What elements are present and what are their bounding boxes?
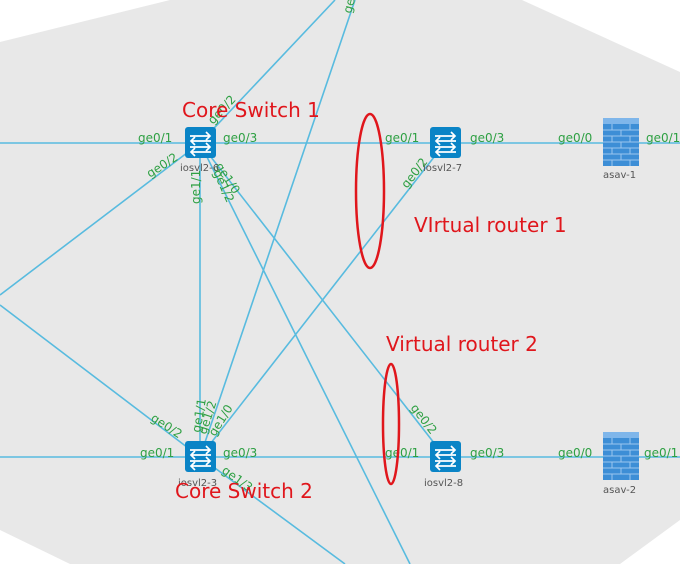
port-label: ge0/1 (385, 131, 419, 145)
firewall-asav-1[interactable]: asav-1 (603, 118, 639, 181)
link-s2-top (199, 0, 356, 458)
switch-iosvl2-7[interactable]: iosvl2-7 (423, 127, 462, 174)
port-label: ge0/1 (644, 446, 678, 460)
port-label: ge0/1 (385, 446, 419, 460)
link-s2-bottom (199, 456, 346, 565)
port-label: ge0/3 (470, 446, 504, 460)
link-s1-top (199, 0, 336, 144)
link-s2-r7 (199, 142, 446, 458)
switch-arrows-icon (189, 131, 212, 157)
switch-iosvl2-8[interactable]: iosvl2-8 (424, 441, 463, 489)
link-s1-bottom (199, 142, 411, 565)
annotations: Core Switch 1 VIrtual router 1 Virtual r… (175, 98, 567, 503)
switch-icon (430, 441, 461, 472)
port-label: ge0/1 (140, 446, 174, 460)
port-label: ge0/0 (558, 446, 592, 460)
switch-iosvl2-3[interactable]: iosvl2-3 (178, 441, 217, 489)
device-label: iosvl2-6 (180, 163, 219, 174)
switch-icon (185, 441, 216, 472)
annotation-virtual-router-1: VIrtual router 1 (414, 213, 567, 237)
link-s2-left (0, 304, 201, 458)
device-label: iosvl2-8 (424, 478, 463, 489)
port-label: ge1/1 (189, 170, 203, 204)
highlight-ellipse-router-1 (354, 112, 386, 270)
port-label: ge0/3 (223, 131, 257, 145)
highlight-ellipse-router-2 (381, 362, 401, 486)
device-label: iosvl2-3 (178, 478, 217, 489)
switch-arrows-icon (434, 445, 457, 471)
annotation-virtual-router-2: Virtual router 2 (386, 332, 538, 356)
firewall-top-icon (603, 432, 639, 438)
firewall-asav-2[interactable]: asav-2 (603, 432, 639, 496)
link-s1-left (0, 142, 201, 296)
switch-icon (185, 127, 216, 158)
switch-iosvl2-top[interactable]: iosvl2-6 (180, 127, 219, 174)
port-label: ge (340, 0, 357, 15)
firewall-top-icon (603, 118, 639, 124)
port-label: ge0/0 (558, 131, 592, 145)
port-label: ge0/1 (138, 131, 172, 145)
switch-arrows-icon (189, 445, 212, 471)
switch-arrows-icon (434, 131, 457, 157)
device-label: iosvl2-7 (423, 163, 462, 174)
port-label: ge1/1 (189, 397, 209, 433)
annotation-core-switch-2: Core Switch 2 (175, 479, 313, 503)
port-label: ge0/3 (470, 131, 504, 145)
device-label: asav-1 (603, 170, 636, 181)
firewall-bricks-icon (603, 124, 639, 166)
port-label: ge0/1 (646, 131, 680, 145)
switch-icon (430, 127, 461, 158)
device-label: asav-2 (603, 485, 636, 496)
firewall-bricks-icon (603, 438, 639, 480)
annotation-core-switch-1: Core Switch 1 (182, 98, 320, 122)
port-label: ge0/3 (223, 446, 257, 460)
